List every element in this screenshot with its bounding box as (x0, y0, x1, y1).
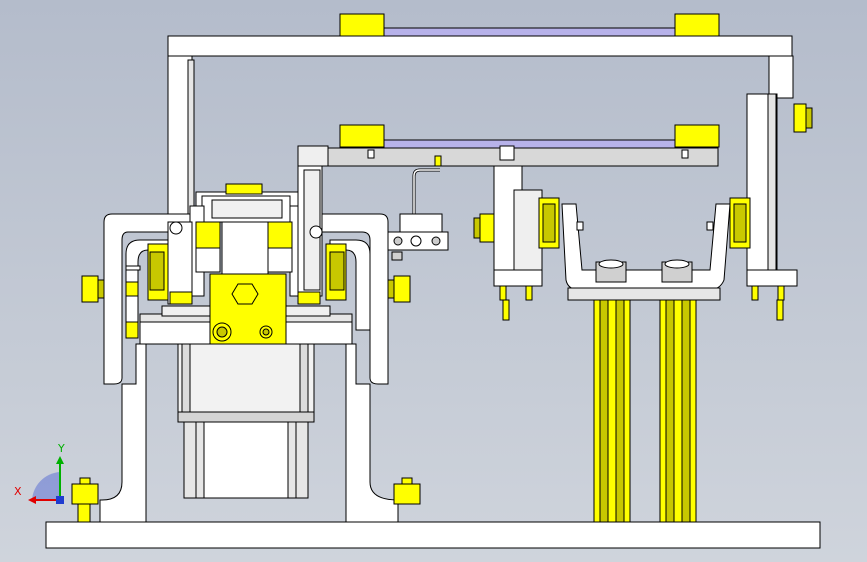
top-rail (382, 27, 676, 37)
top-rail-block-right (674, 13, 720, 37)
middle-rail-block-right (674, 124, 720, 148)
left-post-inner (187, 59, 195, 219)
head-gear-left (195, 221, 221, 253)
gripper-side-bolt (479, 213, 495, 243)
base-bolt-left (71, 483, 99, 505)
right-post (768, 55, 794, 99)
pivot-left (169, 221, 183, 235)
base-plate (45, 521, 821, 549)
gripper-head (147, 165, 347, 345)
motor-body (183, 421, 309, 499)
motor-housing (177, 343, 315, 421)
lower-legs (71, 343, 421, 523)
top-gantry (167, 13, 794, 219)
holder-plate (567, 287, 721, 301)
right-side-bolt (793, 103, 807, 133)
top-rail-block-left (339, 13, 385, 37)
column-left (593, 299, 631, 523)
pivot-right (309, 225, 323, 239)
sensor-bracket (387, 168, 449, 261)
right-arm (729, 93, 813, 321)
middle-plate (297, 124, 720, 167)
triad-y-label: Y (57, 442, 65, 455)
center-right-arm (473, 165, 560, 321)
middle-plate-lip (297, 145, 329, 167)
head-top-bolt (225, 183, 263, 195)
middle-rail-block-left (339, 124, 385, 148)
right-frame-bolt (393, 275, 411, 303)
left-side-bolt (81, 275, 99, 303)
top-beam (167, 35, 793, 57)
part-holder (561, 203, 731, 301)
support-columns (593, 299, 697, 523)
sensor-screw (434, 155, 442, 167)
head-center-block (221, 221, 269, 275)
head-gear-right (267, 221, 293, 253)
column-right (659, 299, 697, 523)
middle-rail (382, 139, 676, 149)
coordinate-triad: X Y (14, 442, 65, 504)
motor (177, 343, 315, 499)
triad-z-indicator (32, 472, 60, 500)
base-bolt-right (393, 483, 421, 505)
triad-x-label: X (14, 485, 22, 498)
